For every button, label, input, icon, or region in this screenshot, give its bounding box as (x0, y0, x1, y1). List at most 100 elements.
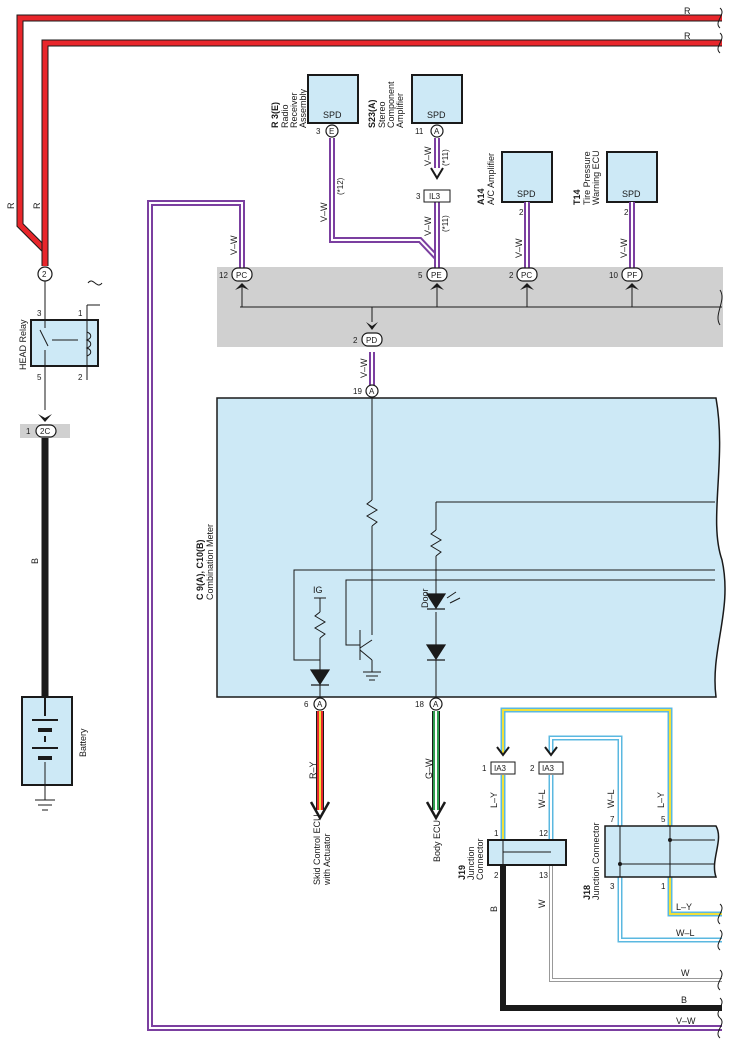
radio-conn: E (329, 127, 334, 136)
wire-label-ly-j19: L–Y (489, 792, 499, 808)
radio-spd-label: SPD (323, 110, 342, 120)
red-power-wires (16, 14, 722, 266)
vw-module-wires (329, 138, 635, 385)
j19-pin-12: 12 (539, 829, 548, 838)
head-relay-arrow-icon (38, 414, 52, 422)
j18-node-2 (668, 838, 672, 842)
radio-name-3: Assembly (298, 88, 308, 128)
head-relay-pin-2: 2 (78, 373, 83, 382)
pf-label: PF (627, 271, 637, 280)
battery-label: Battery (78, 728, 88, 757)
connector-pd: PD 2 (353, 307, 383, 347)
ia3-connector-2 (538, 761, 564, 775)
battery-box (21, 696, 73, 786)
wire-label-b-right: B (681, 995, 687, 1005)
pe-pin: 5 (418, 271, 423, 280)
radio-label-group: R 3(E) Radio Receiver Assembly (270, 88, 308, 128)
pf-pin: 10 (609, 271, 618, 280)
stereo-name-3: Amplifier (395, 93, 405, 128)
radio-code: R 3(E) (270, 102, 280, 128)
tilde-icon (87, 280, 103, 286)
stereo-amplifier-box (411, 74, 463, 124)
tire-name-1: Tire Pressure (582, 151, 592, 205)
wire-label-wl-j19: W–L (537, 789, 547, 808)
ia3-pin-1: 1 (482, 764, 487, 773)
stereo-name-1: Stereo (377, 101, 387, 128)
door-label: Door (420, 588, 430, 608)
wire-label-vw-stereo: V–W (423, 146, 433, 166)
j19-name-2: Connector (475, 838, 485, 880)
pf-arrow-icon (625, 283, 639, 290)
connector-pc-right: PC 2 (509, 267, 538, 307)
meter-name: Combination Meter (205, 524, 215, 600)
vw-loop-wire (147, 200, 722, 1031)
tire-pin: 2 (624, 208, 629, 217)
pe-note: (*11) (441, 215, 450, 232)
j18-pin-3: 3 (610, 882, 615, 891)
connector-pc-left: PC 12 (219, 267, 253, 307)
pd-label: PD (366, 336, 377, 345)
skid-name-2: with Actuator (322, 833, 332, 886)
stereo-code: S23(A) (367, 99, 377, 128)
wl-wire (548, 735, 722, 943)
bus-break-icon (717, 289, 723, 326)
head-relay-internal (39, 281, 100, 410)
radio-name-2: Receiver (289, 92, 299, 128)
j19-code: J19 (457, 865, 467, 880)
radio-note: (*12) (336, 177, 345, 195)
a18-pin: 18 (415, 700, 424, 709)
wire-label-vw-bottom: V–W (676, 1016, 696, 1026)
ia3-connector-1 (490, 761, 516, 775)
stereo-label-group: S23(A) Stereo Component Amplifier (367, 81, 405, 128)
wire-label-vw-tire: V–W (619, 238, 629, 258)
connector-head-relay-top: 2 (37, 266, 53, 282)
stereo-spd-label: SPD (427, 110, 446, 120)
wire-label-w-j19: W (537, 899, 547, 908)
diode-body-icon (425, 644, 447, 661)
pd-arrow-icon (366, 322, 378, 330)
wire-label-r-second: R (684, 31, 691, 41)
a6-pin: 6 (304, 700, 309, 709)
ia3-label-2: IA3 (542, 764, 555, 773)
break-icon-r-top (717, 7, 723, 29)
ia3-arrow-2-icon (544, 746, 558, 757)
connector-pf: PF 10 (609, 267, 643, 307)
ac-spd-label: SPD (517, 189, 536, 199)
radio-pin: 3 (316, 127, 321, 136)
connector-a19: A 19 (353, 384, 379, 398)
wire-label-wl-j18: W–L (606, 789, 616, 808)
wire-label-gw: G–W (424, 758, 434, 779)
ac-pin: 2 (519, 208, 524, 217)
tire-pressure-ecu-box (606, 151, 658, 203)
wire-label-r-vert-2: R (32, 202, 42, 209)
wire-label-vw-pe: V–W (423, 216, 433, 236)
b-ground-wire (500, 865, 722, 1011)
wire-label-vw-radio: V–W (319, 202, 329, 222)
pc-left-label: PC (236, 271, 247, 280)
connector-a18: A 18 (415, 697, 443, 711)
battery-icon (32, 697, 58, 800)
stereo-conn-marker (430, 124, 444, 138)
wire-label-ly-right: L–Y (676, 902, 692, 912)
pe-label: PE (431, 271, 442, 280)
stereo-pin: 11 (415, 127, 424, 136)
tire-code: T14 (572, 189, 582, 205)
il3-connector (423, 189, 451, 203)
ia3-label-1: IA3 (494, 764, 507, 773)
radio-receiver-box (307, 74, 359, 124)
ia3-arrow-1-icon (496, 746, 510, 757)
pd-pin: 2 (353, 336, 358, 345)
meter-internal-circuit (293, 398, 715, 697)
j18-pin-5: 5 (661, 815, 666, 824)
combination-meter-panel (216, 397, 726, 698)
j18-connector-box (604, 825, 720, 878)
stereo-name-2: Component (386, 81, 396, 128)
j18-pin-1: 1 (661, 882, 666, 891)
wire-label-b-j19: B (489, 906, 499, 912)
wire-label-b-battery: B (30, 558, 40, 564)
diode-skid-icon (309, 669, 331, 686)
ac-name: A/C Amplifier (486, 153, 496, 205)
j19-name-1: Junction (466, 846, 476, 880)
connector-2c (35, 424, 57, 438)
head-relay-pin-5: 5 (37, 373, 42, 382)
